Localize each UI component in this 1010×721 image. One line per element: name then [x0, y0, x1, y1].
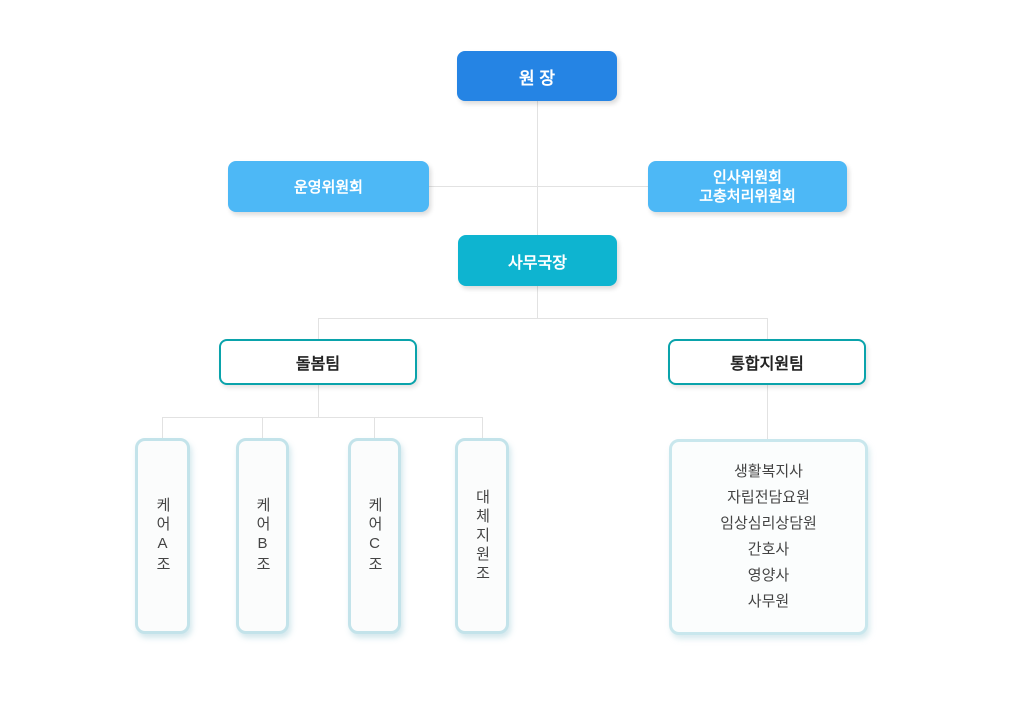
connector-groups-horizontal	[162, 417, 482, 418]
support-members-box: 생활복지사 자립전담요원 임상심리상담원 간호사 영양사 사무원	[669, 439, 868, 635]
care-group-b-label: 케어B조	[254, 497, 271, 575]
member-social-worker: 생활복지사	[733, 463, 803, 480]
connector-committees	[429, 186, 648, 187]
member-office-clerk: 사무원	[747, 593, 790, 610]
connector-secretary-down	[537, 286, 538, 318]
connector-group-c-stub	[374, 417, 375, 438]
member-nutritionist: 영양사	[747, 567, 790, 584]
care-team-label: 돌봄팀	[295, 356, 341, 373]
member-clinical-counselor: 임상심리상담원	[720, 515, 817, 532]
secretary-general-box: 사무국장	[458, 235, 617, 286]
hr-grievance-committee-box: 인사위원회 고충처리위원회	[648, 161, 847, 212]
substitute-support-group-box: 대체지원조	[455, 438, 509, 634]
secretary-general-label: 사무국장	[508, 254, 567, 272]
connector-support-members-stub	[767, 385, 768, 439]
connector-care-team-stub	[318, 318, 319, 339]
connector-group-a-stub	[162, 417, 163, 438]
director-box: 원 장	[457, 51, 617, 101]
connector-group-b-stub	[262, 417, 263, 438]
connector-teams-horizontal	[318, 318, 767, 319]
support-team-label: 통합지원팀	[730, 356, 804, 373]
grievance-committee-label: 고충처리위원회	[699, 187, 796, 205]
connector-care-team-down	[318, 385, 319, 417]
member-nurse: 간호사	[747, 541, 790, 558]
operating-committee-box: 운영위원회	[228, 161, 429, 212]
care-team-box: 돌봄팀	[219, 339, 417, 385]
care-group-a-label: 케어A조	[154, 497, 171, 575]
hr-committee-label: 인사위원회	[712, 168, 782, 186]
care-group-a-box: 케어A조	[135, 438, 190, 634]
operating-committee-label: 운영위원회	[293, 179, 363, 196]
director-label: 원 장	[518, 68, 555, 88]
member-independence-agent: 자립전담요원	[727, 489, 810, 506]
substitute-support-group-label: 대체지원조	[473, 488, 491, 584]
connector-support-team-stub	[767, 318, 768, 339]
care-group-b-box: 케어B조	[236, 438, 289, 634]
support-team-box: 통합지원팀	[668, 339, 866, 385]
care-group-c-label: 케어C조	[366, 497, 383, 575]
connector-director-secretary	[537, 101, 538, 235]
connector-group-d-stub	[482, 417, 483, 438]
care-group-c-box: 케어C조	[348, 438, 401, 634]
